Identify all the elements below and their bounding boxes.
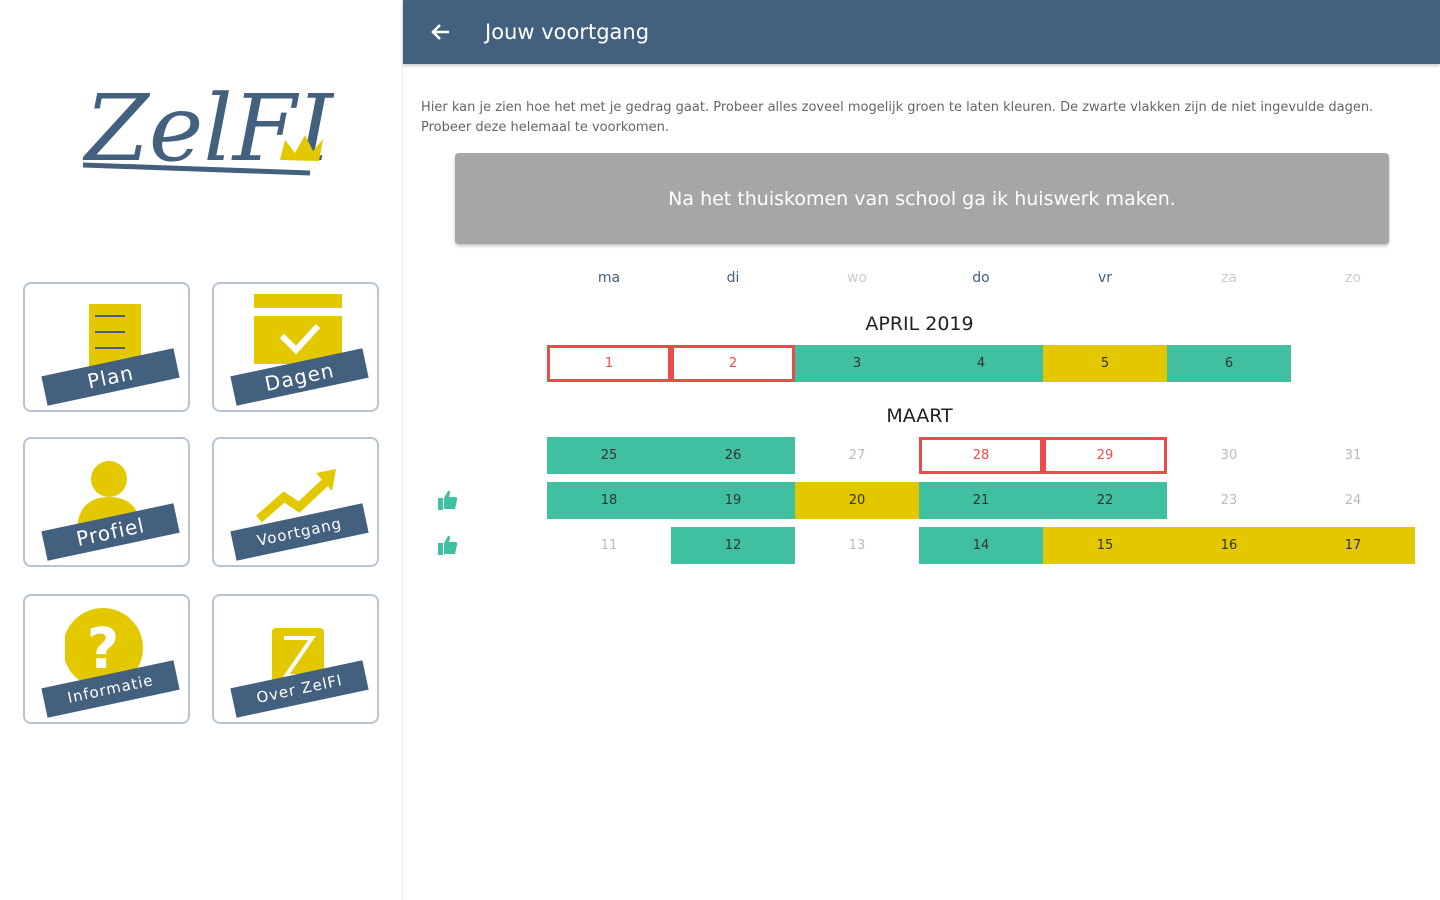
day-cell: 12 (671, 527, 795, 564)
sidebar: ZelFI Plan Dagen Profiel Voortgang ? Inf… (0, 0, 403, 900)
day-cell: 28 (919, 437, 1043, 474)
goal-card: Na het thuiskomen van school ga ik huisw… (455, 153, 1389, 244)
weekday-label: za (1221, 270, 1237, 286)
day-cell: 20 (795, 482, 919, 519)
intro-text: Hier kan je zien hoe het met je gedrag g… (421, 100, 1374, 135)
tile-plan[interactable]: Plan (23, 282, 190, 412)
day-cell: 19 (671, 482, 795, 519)
day-cell: 3 (795, 345, 919, 382)
day-cell: 5 (1043, 345, 1167, 382)
weekday-label: ma (597, 270, 621, 286)
month-label: APRIL 2019 (865, 313, 974, 335)
weekday-label: zo (1345, 270, 1361, 286)
svg-text:?: ? (87, 617, 119, 682)
day-cell: 21 (919, 482, 1043, 519)
page-title: Jouw voortgang (485, 20, 650, 44)
day-cell: 31 (1344, 448, 1362, 463)
day-cell: 29 (1043, 437, 1167, 474)
day-cell: 17 (1291, 527, 1415, 564)
day-cell: 27 (848, 448, 866, 463)
day-cell: 14 (919, 527, 1043, 564)
weekday-label: wo (846, 270, 867, 286)
arrow-left-icon[interactable] (429, 20, 453, 44)
day-cell: 30 (1220, 448, 1238, 463)
thumbs-up-icon (436, 488, 460, 512)
day-cell: 13 (848, 538, 866, 553)
day-cell: 2 (671, 345, 795, 382)
tile-over-zelfi[interactable]: Over ZelFI (212, 594, 379, 724)
day-cell: 6 (1167, 345, 1291, 382)
day-cell: 23 (1220, 493, 1238, 508)
weekday-label: do (972, 270, 990, 286)
zelfi-logo: ZelFI (82, 75, 335, 182)
day-cell: 25 (547, 437, 671, 474)
weekday-label: di (726, 270, 740, 286)
tile-profiel[interactable]: Profiel (23, 437, 190, 567)
day-cell: 11 (600, 538, 618, 553)
trend-up-icon (256, 469, 336, 523)
thumbs-up-icon (436, 533, 460, 557)
month-label: MAART (886, 405, 953, 427)
day-cell: 26 (671, 437, 795, 474)
day-cell: 1 (547, 345, 671, 382)
weekday-label: vr (1097, 270, 1113, 286)
day-cell: 16 (1167, 527, 1291, 564)
day-cell: 15 (1043, 527, 1167, 564)
day-cell: 24 (1344, 493, 1362, 508)
tile-voortgang[interactable]: Voortgang (212, 437, 379, 567)
app-header: Jouw voortgang (403, 0, 1440, 64)
day-cell: 18 (547, 482, 671, 519)
tile-dagen[interactable]: Dagen (212, 282, 379, 412)
question-icon: ? (65, 608, 143, 686)
day-cell: 4 (919, 345, 1043, 382)
day-cell: 22 (1043, 482, 1167, 519)
tile-informatie[interactable]: ? Informatie (23, 594, 190, 724)
